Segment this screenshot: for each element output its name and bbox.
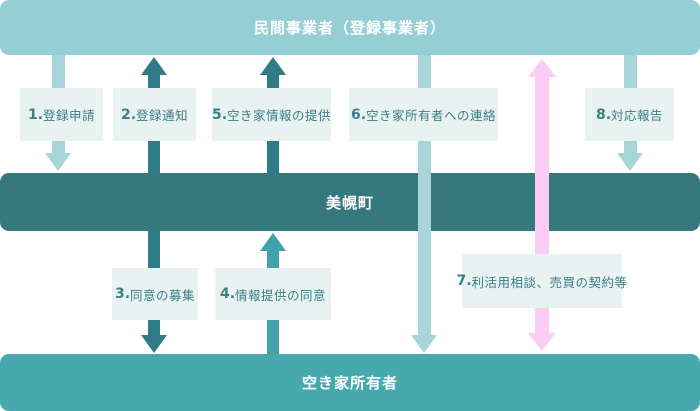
step-label: 空き家情報の提供: [227, 108, 332, 123]
bar-private-operators: 民間事業者（登録事業者）: [0, 0, 700, 55]
step-label: 対応報告: [611, 108, 664, 123]
arrow-head-down-icon: [617, 153, 643, 171]
arrow-head-down-icon: [141, 335, 167, 353]
arrow-head-down-icon: [411, 335, 437, 353]
step-number: 7.: [456, 273, 472, 289]
arrow-head-up-icon: [528, 59, 556, 77]
arrow-head-down-icon: [45, 153, 71, 171]
step-label: 登録通知: [136, 108, 189, 123]
step-box-6-contact-owners: 6.空き家所有者への連絡: [349, 88, 498, 141]
step-number: 2.: [120, 106, 137, 123]
arrow-head-up-icon: [260, 233, 286, 251]
step-box-1-registration-application: 1.登録申請: [20, 88, 103, 141]
step-label: 利活用相談、売買の契約等: [471, 274, 628, 290]
step-number: 1.: [27, 106, 44, 123]
step-box-3-consent-solicitation: 3.同意の募集: [112, 268, 198, 320]
step-box-4-consent-to-provide-info: 4.情報提供の同意: [215, 268, 331, 320]
step-box-7-consultation-contract: 7.利活用相談、売買の契約等: [456, 254, 627, 308]
bar-vacant-house-owners: 空き家所有者: [0, 354, 700, 411]
step-label: 同意の募集: [130, 287, 196, 303]
step-box-2-registration-notice: 2.登録通知: [113, 88, 196, 141]
step-number: 5.: [211, 106, 228, 123]
step-box-8-response-report: 8.対応報告: [585, 88, 674, 141]
step-box-5-vacant-house-info: 5.空き家情報の提供: [212, 88, 331, 141]
arrow-head-up-icon: [141, 57, 167, 75]
step-label: 登録申請: [43, 108, 96, 123]
bar-vacant-house-owners-title: 空き家所有者: [301, 374, 398, 392]
step-number: 8.: [595, 106, 612, 123]
step-number: 4.: [219, 286, 236, 302]
arrow-head-down-icon: [528, 333, 556, 351]
step-number: 3.: [114, 286, 131, 302]
step-label: 情報提供の同意: [235, 287, 327, 303]
bar-bihoro-town: 美幌町: [0, 173, 700, 231]
bar-private-operators-title: 民間事業者（登録事業者）: [253, 19, 446, 37]
bar-bihoro-town-title: 美幌町: [325, 193, 374, 212]
arrow-head-up-icon: [260, 57, 286, 75]
step-label: 空き家所有者への連絡: [366, 108, 497, 123]
step-number: 6.: [350, 106, 367, 123]
